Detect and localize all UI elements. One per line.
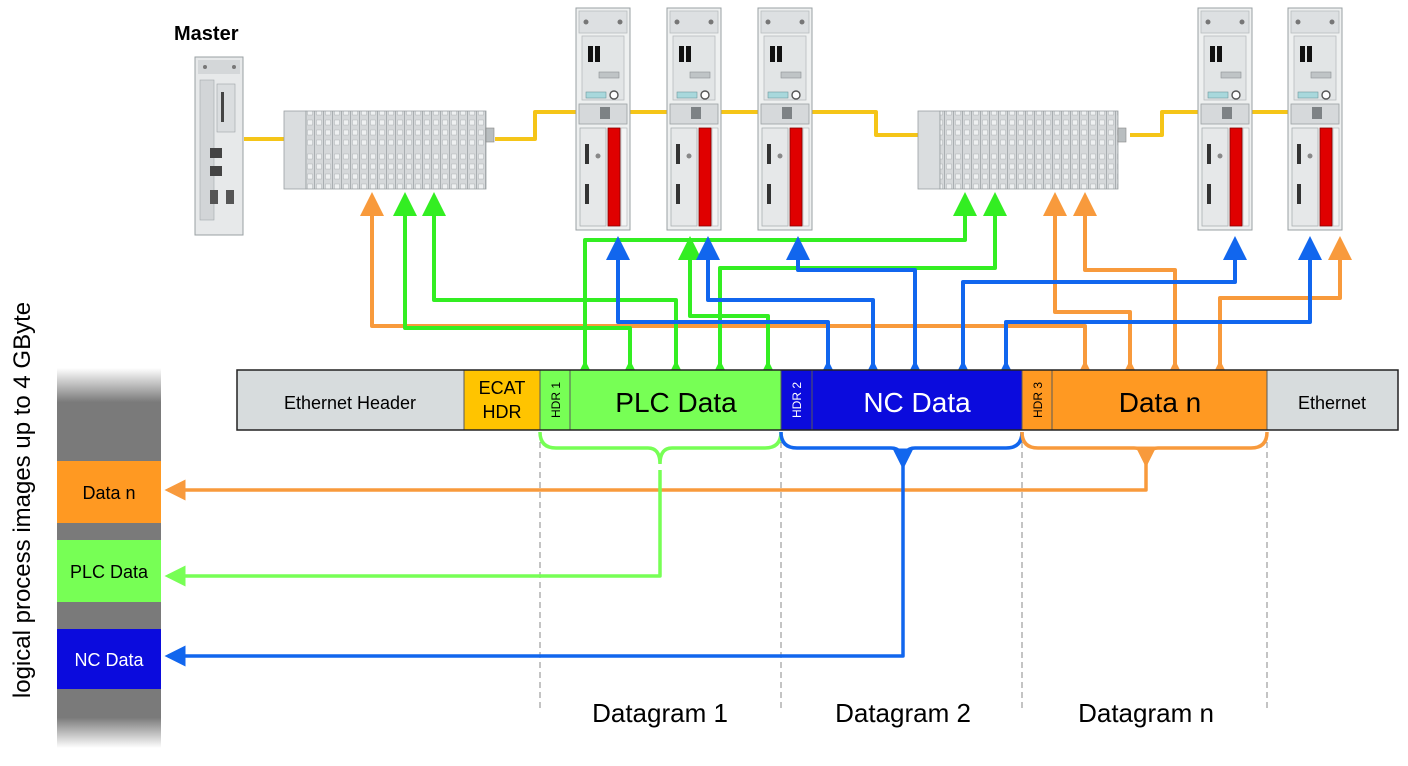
servo-drive-1 [575, 7, 631, 231]
process-image-nc-data-label: NC Data [74, 650, 144, 670]
frame-nc-data [812, 370, 1022, 430]
process-image-nc-data [57, 629, 161, 689]
frame-hdr2-label: HDR 2 [790, 382, 804, 418]
master-device [194, 56, 244, 236]
frame-plc-data-label: PLC Data [615, 387, 737, 418]
frame-data-n-label: Data n [1119, 387, 1202, 418]
side-label: logical process images up to 4 GByte [9, 302, 36, 698]
io-terminal-block-2 [917, 110, 1127, 190]
datagram-label-1: Datagram 1 [592, 698, 728, 728]
frame-hdr1 [540, 370, 570, 430]
servo-drive-4 [1197, 7, 1253, 231]
frame-plc-data [570, 370, 781, 430]
arrow-data-n-to-image [164, 446, 1157, 501]
frame-hdr2 [781, 370, 812, 430]
brace-datagram-n [1020, 431, 1269, 465]
frame-hdr3-label: HDR 3 [1031, 382, 1045, 418]
arrow-nc-data-to-image [164, 448, 914, 667]
frame-data-n [1052, 370, 1267, 430]
frame-ethernet-trailer-label: Ethernet [1298, 393, 1366, 413]
datagram-label-n: Datagram n [1078, 698, 1214, 728]
mapping-arrows-blue [606, 236, 1322, 384]
process-image-plc-data-label: PLC Data [70, 562, 149, 582]
arrow-plc-data-to-image [164, 470, 662, 587]
frame-ethernet-header-label: Ethernet Header [284, 393, 416, 413]
datagram-label-2: Datagram 2 [835, 698, 971, 728]
frame-nc-data-label: NC Data [863, 387, 971, 418]
frame-ecat-hdr-line1: ECAT [479, 378, 526, 398]
servo-drive-2 [666, 7, 722, 231]
brace-datagram-2 [779, 431, 1024, 465]
brace-datagram-1 [538, 431, 783, 465]
ethercat-frame: Ethernet Header ECAT HDR HDR 1 PLC Data … [236, 369, 1399, 431]
frame-ethernet-trailer [1267, 370, 1398, 430]
process-image-plc-data [57, 540, 161, 602]
process-image-stack: Data n PLC Data NC Data [57, 368, 161, 748]
master-label: Master [174, 23, 239, 45]
frame-ecat-hdr-line2: HDR [483, 402, 522, 422]
servo-drive-3 [757, 7, 813, 231]
servo-drive-5 [1287, 7, 1343, 231]
io-terminal-block-1 [283, 110, 495, 190]
process-image-data-n [57, 461, 161, 523]
frame-hdr1-label: HDR 1 [549, 382, 563, 418]
frame-ethernet-header [237, 370, 464, 430]
frame-ecat-hdr [464, 370, 540, 430]
frame-hdr3 [1022, 370, 1052, 430]
process-image-data-n-label: Data n [82, 483, 135, 503]
